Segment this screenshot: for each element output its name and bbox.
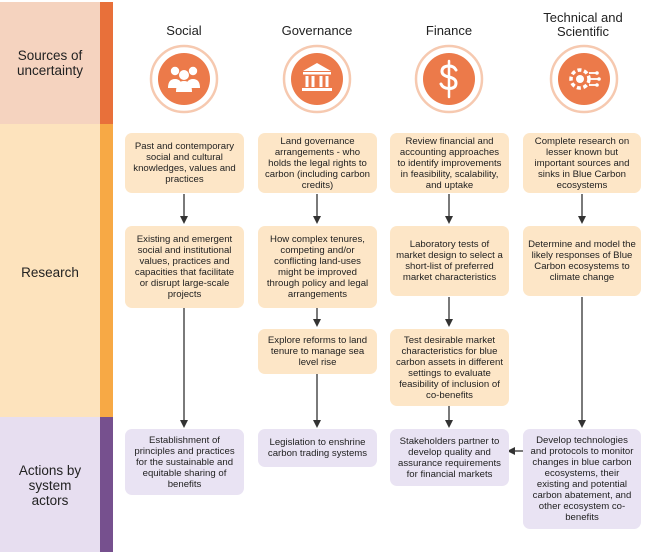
people-icon [149,44,219,114]
finance-box-1: Review financial and accounting approach… [390,133,509,193]
governance-box-3: Explore reforms to land tenure to manage… [258,329,377,374]
social-box-1: Past and contemporary social and cultura… [125,133,244,193]
governance-box-4: Legislation to enshrine carbon trading s… [258,429,377,467]
governance-box-1: Land governance arrangements - who holds… [258,133,377,193]
sources-stripe [100,2,113,124]
sources-band [0,2,100,124]
institution-icon [282,44,352,114]
column-title-technical: Technical and Scientific [543,10,623,39]
row-label-research: Research [21,264,79,280]
finance-box-4: Stakeholders partner to develop quality … [390,429,509,486]
actions-stripe [100,417,113,552]
technical-box-3: Develop technologies and protocols to mo… [523,429,641,529]
actions-band [0,417,100,552]
governance-box-2: How complex tenures, competing and/or co… [258,226,377,308]
column-title-social: Social [166,23,202,38]
column-title-governance: Governance [281,23,353,38]
social-box-3: Establishment of principles and practice… [125,429,244,495]
technical-box-2: Determine and model the likely responses… [523,226,641,296]
research-band [0,124,100,417]
finance-box-2: Laboratory tests of market design to sel… [390,226,509,296]
finance-box-3: Test desirable market characteristics fo… [390,329,509,406]
technical-box-1: Complete research on lesser known but im… [523,133,641,193]
dollar-icon [414,44,484,114]
row-label-sources: Sources of uncertainty [16,48,84,78]
row-label-actions: Actions by system actors [18,462,82,508]
social-box-2: Existing and emergent social and institu… [125,226,244,308]
gear-circuit-icon [549,44,619,114]
research-stripe [100,124,113,417]
column-title-finance: Finance [425,23,473,38]
